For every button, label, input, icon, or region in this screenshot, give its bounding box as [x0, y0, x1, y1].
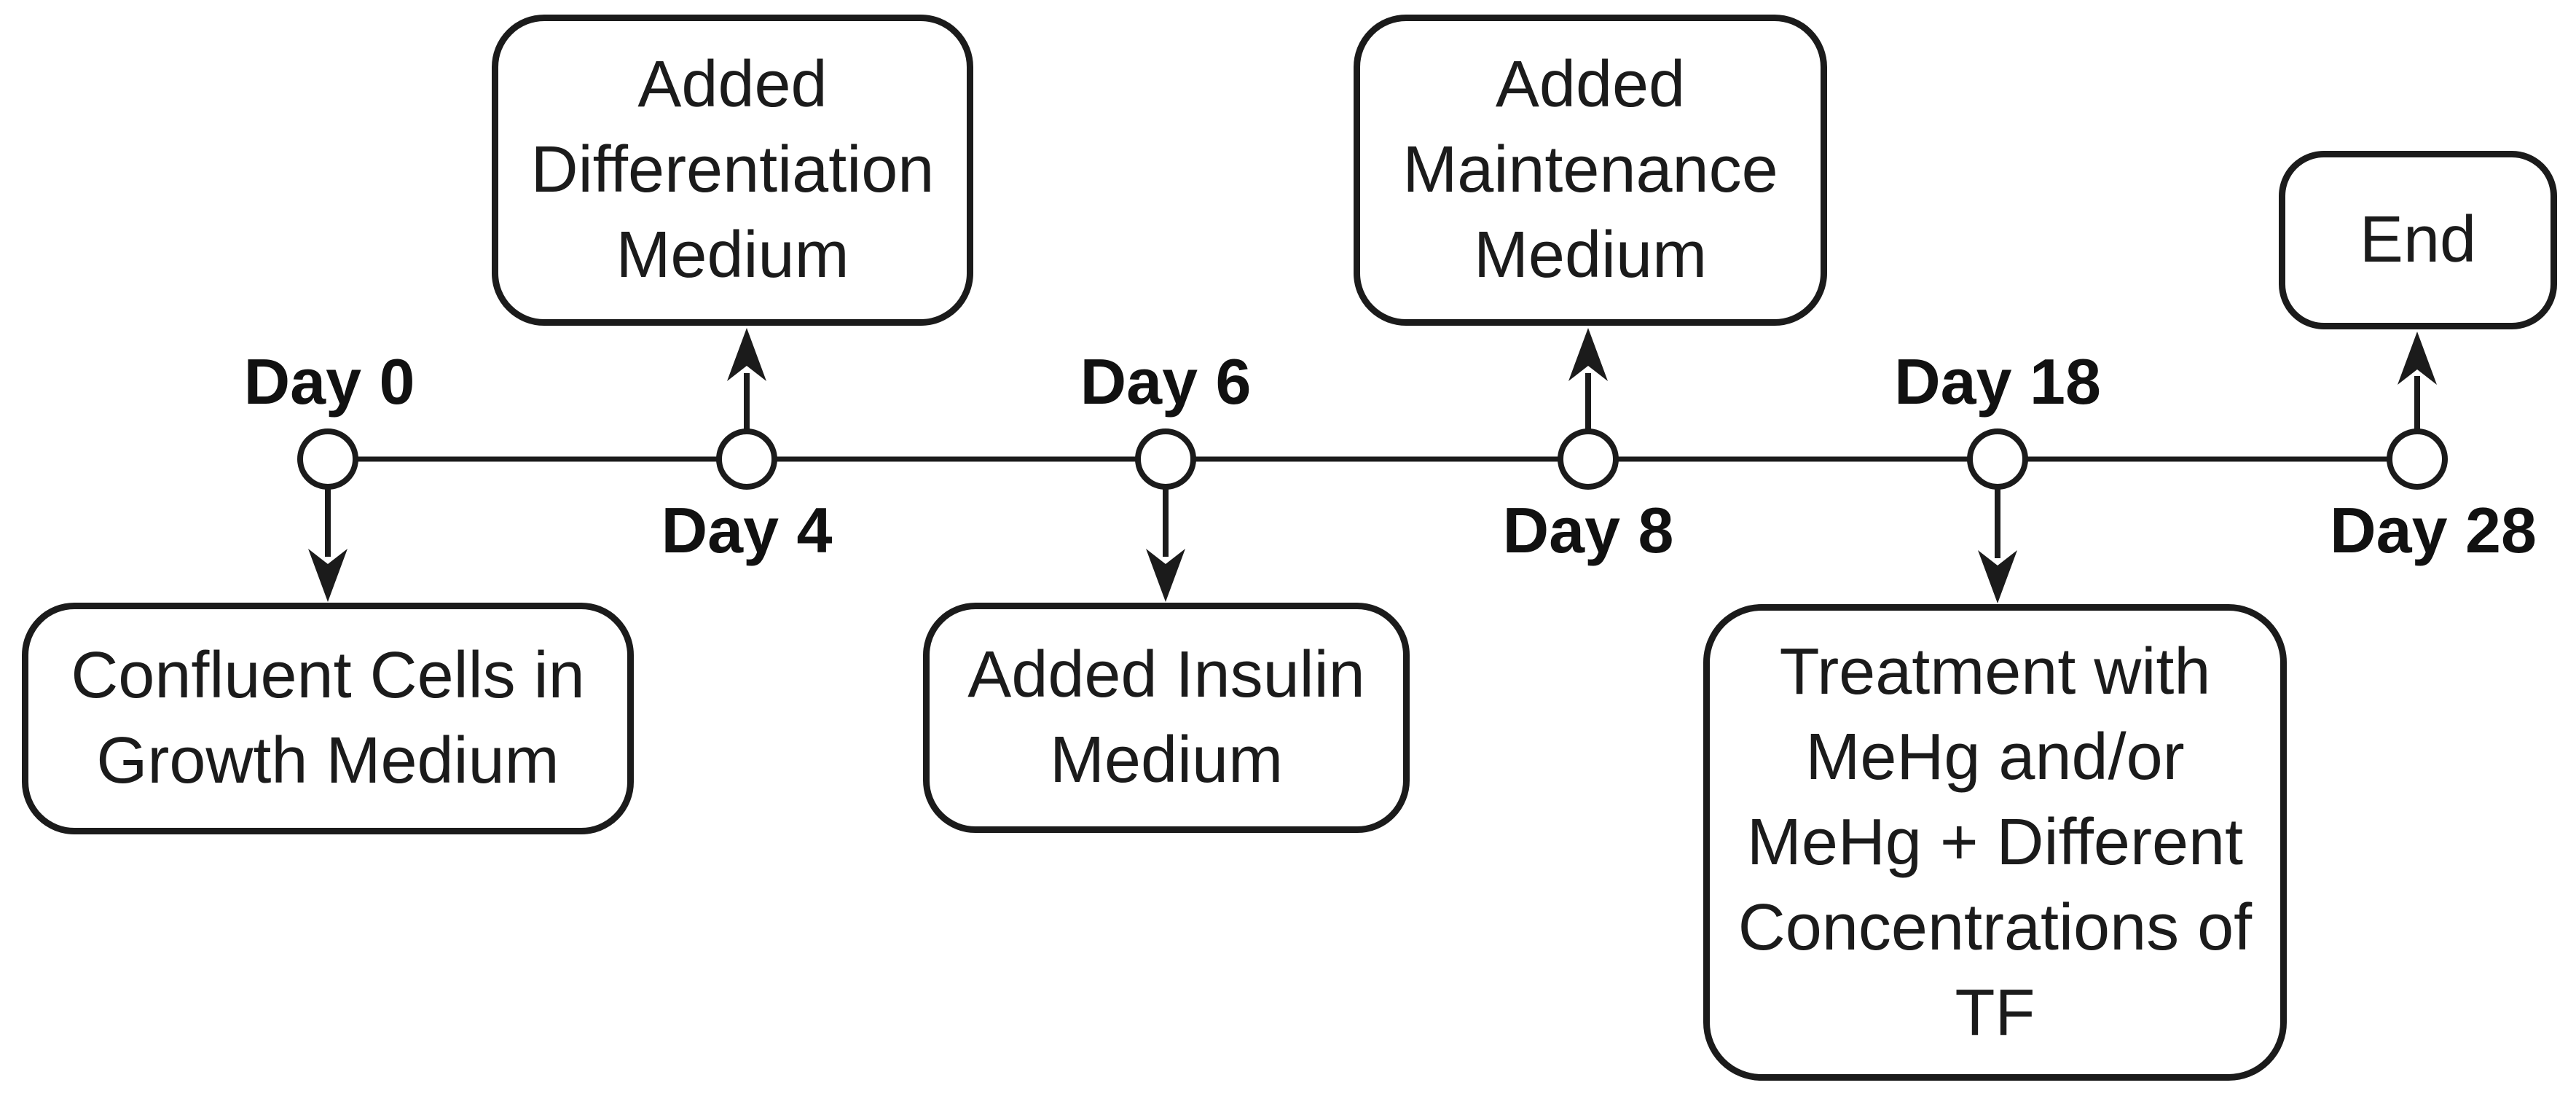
timeline-node-day-0: [297, 428, 358, 490]
timeline-node-day-28: [2387, 428, 2448, 490]
arrowhead-down-day-0: [308, 549, 347, 602]
day-label-6: Day 6: [1080, 345, 1252, 418]
arrow-down-day-6: [1146, 485, 1185, 602]
timeline-node-day-8: [1558, 428, 1619, 490]
arrowhead-down-day-18: [1978, 550, 2017, 603]
arrowhead-up-day-4: [727, 328, 766, 381]
day-label-8: Day 8: [1502, 494, 1674, 566]
day-label-28: Day 28: [2330, 494, 2537, 566]
box-added-maintenance-medium: Added Maintenance Medium: [1354, 15, 1827, 326]
arrow-down-day-0: [308, 485, 347, 602]
arrow-up-day-4: [727, 328, 766, 433]
box-added-differentiation-medium: Added Differentiation Medium: [492, 15, 973, 326]
arrowhead-down-day-6: [1146, 549, 1185, 602]
box-added-insulin-medium: Added Insulin Medium: [923, 603, 1410, 833]
timeline-node-day-4: [716, 428, 777, 490]
box-treatment-mehg-tf: Treatment with MeHg and/or MeHg + Differ…: [1703, 604, 2287, 1081]
day-label-18: Day 18: [1894, 345, 2101, 418]
day-label-4: Day 4: [661, 494, 833, 566]
arrow-up-day-8: [1568, 328, 1608, 433]
arrowhead-up-day-8: [1568, 328, 1608, 381]
box-confluent-cells-growth-medium: Confluent Cells in Growth Medium: [22, 603, 634, 834]
box-end: End: [2279, 151, 2557, 329]
timeline-node-day-18: [1967, 428, 2028, 490]
arrow-down-day-18: [1978, 485, 2017, 603]
timeline-node-day-6: [1135, 428, 1196, 490]
arrow-up-day-28: [2398, 332, 2437, 433]
arrowhead-up-day-28: [2398, 332, 2437, 385]
day-label-0: Day 0: [243, 345, 415, 418]
